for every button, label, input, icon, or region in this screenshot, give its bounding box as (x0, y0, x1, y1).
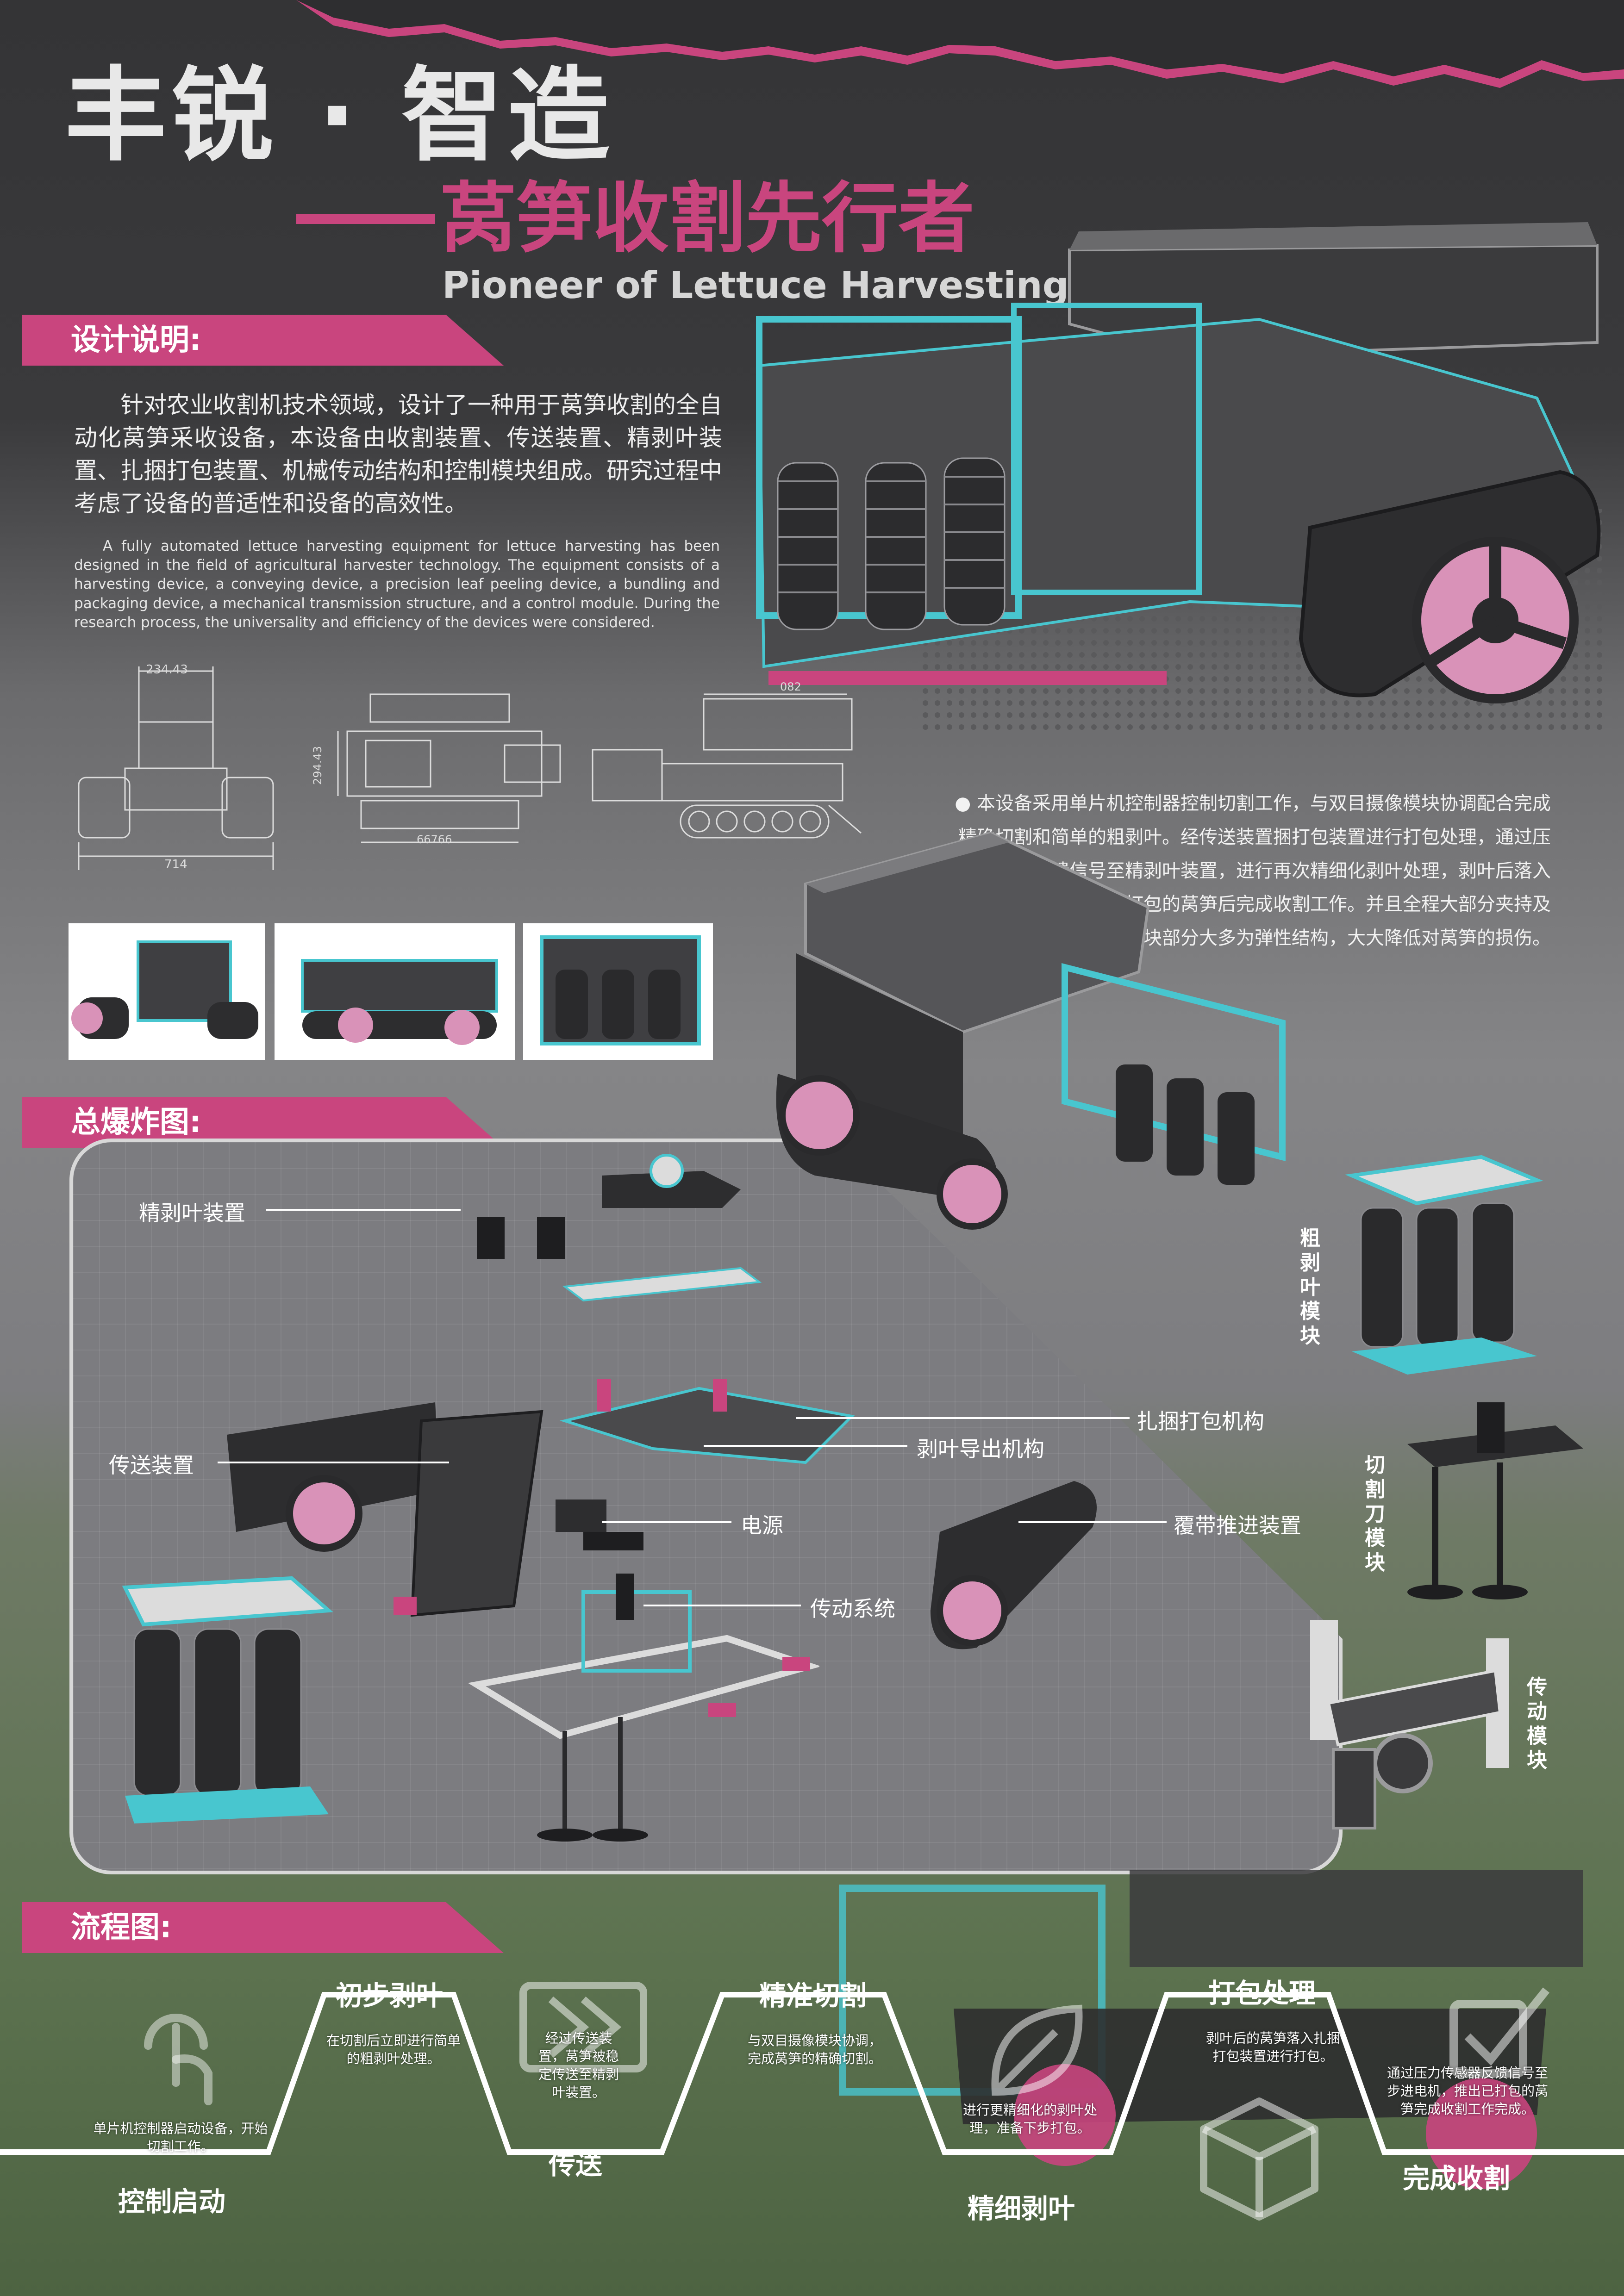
label-fine-peel: 精剥叶装置 (139, 1201, 245, 1226)
machine-render-iso (776, 831, 1286, 1230)
leaf-icon (991, 2004, 1083, 2096)
design-description-en: A fully automated lettuce harvesting equ… (74, 538, 720, 631)
label-power: 电源 (741, 1513, 783, 1538)
flow-step-6-title: 打包处理 (1208, 1978, 1316, 2009)
dim-top-height: 294.43 (311, 746, 324, 785)
poster-subtitle: 莴笋收割先行者 (440, 174, 974, 263)
torn-edge-top (296, 0, 1624, 88)
flow-background-machine (839, 1870, 1583, 2189)
leader-leaf-guide (704, 1445, 907, 1447)
flow-step-1-text: 单片机控制器启动设备，开始切割工作。 (93, 2121, 268, 2155)
check-icon (1449, 1987, 1550, 2078)
flow-step-4-title: 精准切割 (759, 1980, 867, 2011)
part-harvest-rollers (122, 1576, 333, 1823)
label-bundle: 扎捆打包机构 (1137, 1409, 1264, 1434)
label-leaf-guide: 剥叶导出机构 (917, 1437, 1044, 1462)
drawing-front-view (78, 666, 274, 870)
poster-title: 丰锐 · 智造 (65, 56, 614, 175)
section-design-header: 设计说明: (22, 315, 504, 366)
flow-line (0, 1992, 1624, 2155)
flow-step-5-text: 进行更精细化的剥叶处理，准备下步打包。 (962, 2102, 1097, 2136)
conveyor-icon (519, 1982, 647, 2072)
part-bundle (559, 1379, 855, 1464)
leader-fine-peel (266, 1209, 461, 1211)
dim-side-length: 082 (780, 680, 801, 693)
leader-track (1018, 1521, 1167, 1523)
label-module-transmission: 传动模块 (1527, 1675, 1547, 1773)
flow-step-6-text: 剥叶后的莴笋落入扎捆打包装置进行打包。 (1206, 2030, 1340, 2065)
design-description-cn: 针对农业收割机技术领域，设计了一种用于莴笋收割的全自动化莴笋采收设备，本设备由收… (74, 392, 722, 517)
subtitle-dash (296, 213, 435, 224)
subtitle-group: 莴笋收割先行者 (296, 180, 974, 257)
module-transmission-render (1310, 1620, 1509, 1829)
label-transmission: 传动系统 (810, 1596, 895, 1621)
dim-front-width: 234.43 (146, 663, 188, 677)
label-track: 覆带推进装置 (1174, 1513, 1301, 1538)
flow-step-4-text: 与双目摄像模块协调，完成莴笋的精确切割。 (747, 2033, 882, 2067)
render-thumbnail-side (275, 923, 515, 1060)
flow-step-2-title: 初步剥叶 (336, 1980, 443, 2011)
render-thumbnail-front (69, 923, 265, 1060)
module-coarse-peel-render (1345, 1155, 1543, 1375)
machine-render-main (756, 222, 1606, 731)
flow-step-3-title: 传送 (549, 2149, 603, 2180)
flow-step-7-text: 通过压力传感器反馈信号至步进电机，推出已打包的莴笋完成收割工作完成。 (1387, 2065, 1548, 2117)
drawing-side-view (592, 693, 862, 839)
flow-step-1-title: 控制启动 (118, 2186, 226, 2217)
leader-transmission (643, 1605, 801, 1606)
leader-bundle (796, 1417, 1130, 1419)
poster-subtitle-en: Pioneer of Lettuce Harvesting (442, 264, 1069, 307)
flow-step-2-text: 在切割后立即进行简单的粗剥叶处理。 (326, 2033, 461, 2067)
leader-power (602, 1521, 731, 1523)
module-cutter-render (1407, 1402, 1583, 1599)
dim-front-overall: 714 (164, 858, 187, 871)
flow-step-3-text: 经过传送装置，莴笋被稳定传送至精剥叶装置。 (538, 2030, 619, 2101)
label-module-coarse-peel: 粗剥叶模块 (1300, 1226, 1320, 1348)
part-track (931, 1481, 1097, 1649)
label-conveyor: 传送装置 (109, 1453, 194, 1478)
touch-icon (144, 2014, 212, 2105)
leader-conveyor (218, 1462, 449, 1463)
drawing-top-view (337, 693, 561, 843)
part-transmission (468, 1574, 819, 1842)
section-flow-header: 流程图: (22, 1902, 504, 1953)
part-fine-peel (477, 1154, 762, 1302)
dim-top-length: 66766 (417, 833, 452, 846)
label-module-cutter: 切割刀模块 (1365, 1453, 1385, 1575)
flow-step-7-title: 完成收割 (1403, 2163, 1511, 2194)
part-power (556, 1500, 643, 1550)
package-icon (1200, 2097, 1318, 2221)
render-thumbnail-rear (523, 923, 713, 1060)
flow-step-5-title: 精细剥叶 (968, 2193, 1075, 2224)
